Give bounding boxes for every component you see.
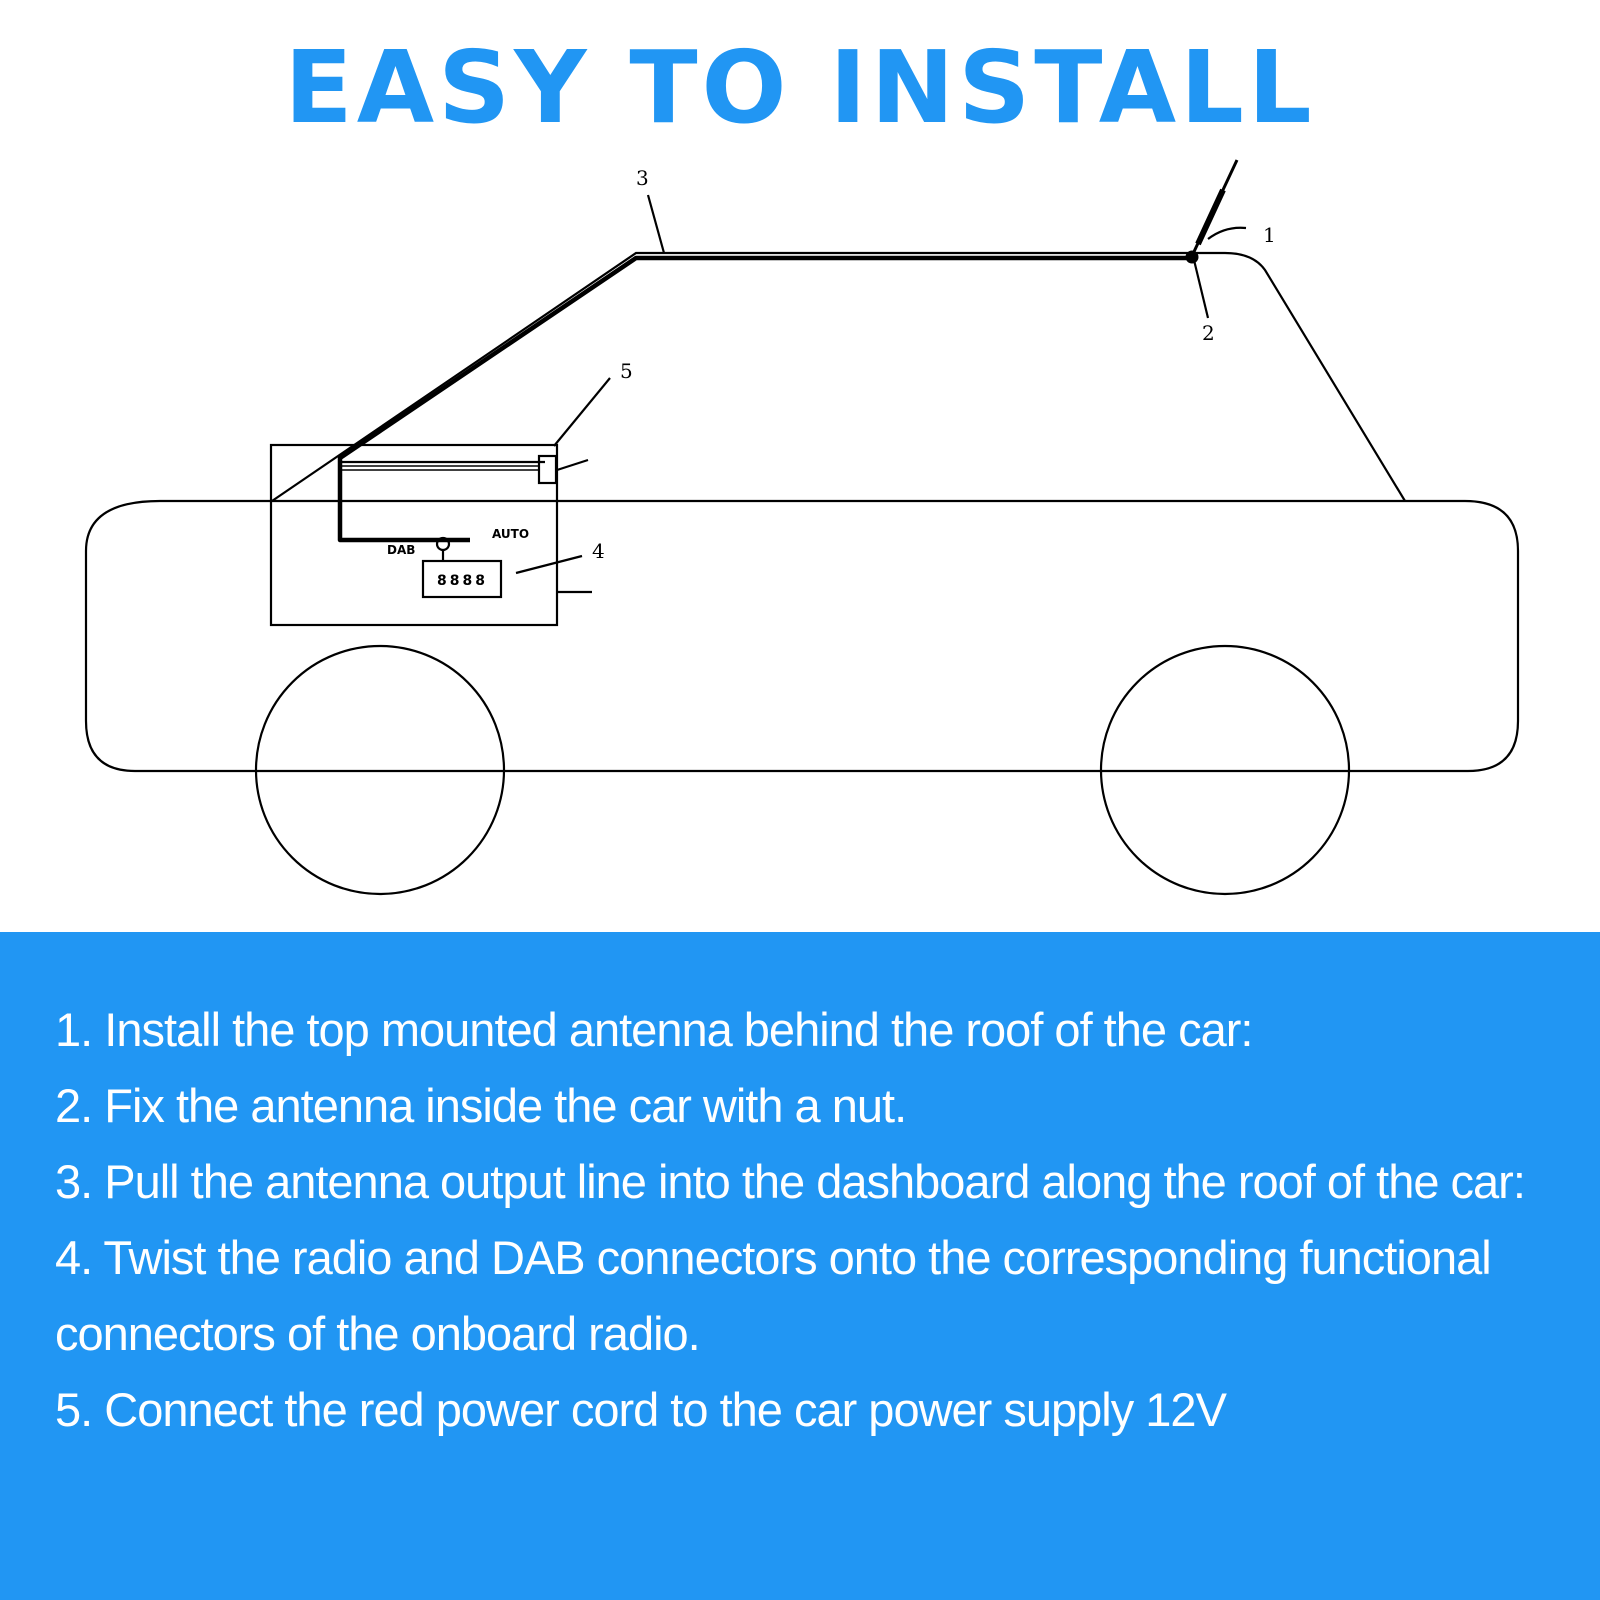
callout-1: 1 — [1263, 223, 1276, 247]
step-1: 1. Install the top mounted antenna behin… — [55, 1003, 1253, 1056]
antenna-cable — [337, 255, 1192, 543]
callout-2: 2 — [1202, 321, 1215, 345]
car-body — [84, 499, 1520, 773]
antenna-mast-icon — [1185, 159, 1239, 264]
head-unit-connector — [537, 454, 558, 485]
installation-steps: 1. Install the top mounted antenna behin… — [55, 992, 1555, 1448]
step-2: 2. Fix the antenna inside the car with a… — [55, 1079, 907, 1132]
radio-display — [421, 559, 503, 599]
step-3: 3. Pull the antenna output line into the… — [55, 1155, 1526, 1208]
car-installation-diagram: 1 2 3 4 5 DAB AUTO 8888 — [0, 140, 1600, 932]
step-5: 5. Connect the red power cord to the car… — [55, 1383, 1227, 1436]
fm-connector-label: AUTO — [492, 527, 529, 541]
page-title: EASY TO INSTALL — [284, 29, 1316, 146]
instructions-panel: 1. Install the top mounted antenna behin… — [0, 932, 1600, 1600]
front-wheel — [254, 644, 506, 896]
callout-5: 5 — [620, 359, 633, 383]
callout-3: 3 — [636, 166, 649, 190]
dashboard-box — [269, 443, 559, 627]
dab-connector-label: DAB — [387, 543, 415, 557]
rear-wheel — [1099, 644, 1351, 896]
car-diagram-svg: 1 2 3 4 5 DAB AUTO 8888 — [84, 159, 1520, 896]
callout-4: 4 — [592, 539, 605, 563]
step-4: 4. Twist the radio and DAB connectors on… — [55, 1231, 1492, 1360]
radio-display-readout: 8888 — [437, 573, 488, 589]
car-cabin — [271, 251, 1406, 502]
